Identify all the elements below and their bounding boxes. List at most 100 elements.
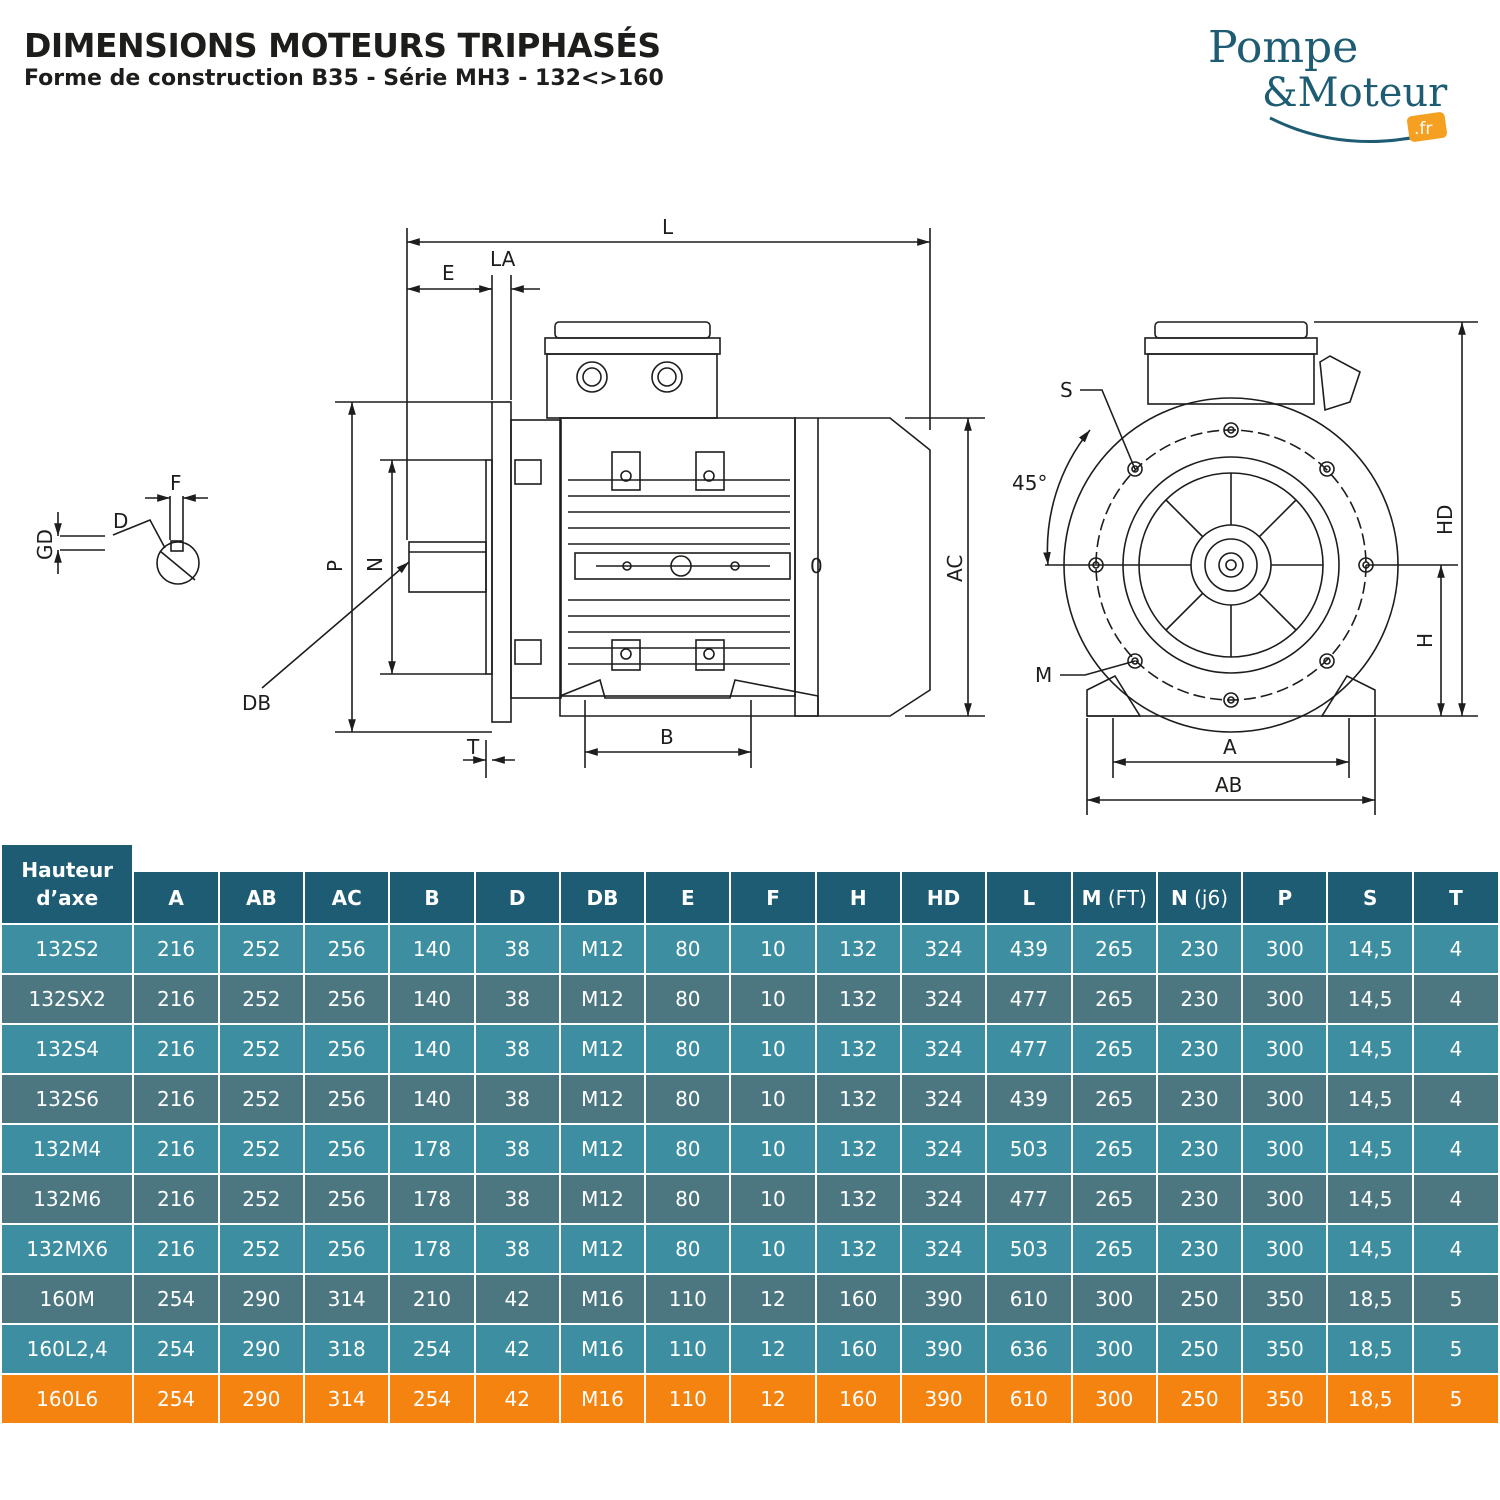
table-cell: 132 [814,923,902,975]
column-header-label: AC [331,885,362,910]
dim-label-S: S [1060,378,1073,402]
table-cell: M12 [558,1223,647,1275]
table-cell: 132 [814,973,902,1025]
table-cell: 230 [1155,923,1244,975]
table-header-row: Hauteur d’axe [0,843,1499,925]
table-cell: 256 [303,1023,391,1075]
table-cell: 178 [388,1223,476,1275]
table-cell: 324 [899,1173,988,1225]
table-cell: 4 [1411,973,1500,1025]
table-cell: M12 [558,1073,647,1125]
table-cell: M12 [558,923,647,975]
table-cell: 350 [1241,1273,1329,1325]
dim-label-P: P [323,560,347,572]
header-hauteur-line1: Hauteur [21,858,114,882]
table-cell: 250 [1155,1323,1244,1375]
table-cell: 38 [473,923,561,975]
table-cell: 350 [1241,1373,1329,1425]
column-header-n: N (j6) [1155,870,1244,925]
table-cell: 290 [217,1373,306,1425]
header-spacer [133,844,1499,872]
brand-logo: Pompe &Moteur .fr [1208,22,1448,144]
table-cell: 42 [473,1323,561,1375]
table-cell: 80 [644,1173,732,1225]
dim-label-D: D [113,509,128,533]
table-cell: 300 [1241,973,1329,1025]
table-cell: 5 [1411,1273,1500,1325]
table-cell: 140 [388,923,476,975]
table-cell: 256 [303,923,391,975]
table-cell: 230 [1155,1073,1244,1125]
table-cell: 10 [729,923,817,975]
table-cell: 390 [899,1323,988,1375]
table-cell: 230 [1155,1223,1244,1275]
table-cell: 10 [729,973,817,1025]
table-cell: 80 [644,1123,732,1175]
table-cell: 636 [985,1323,1073,1375]
table-cell: 160 [814,1373,902,1425]
table-cell: 314 [303,1373,391,1425]
dim-label-DB: DB [242,691,271,715]
table-cell: 477 [985,1023,1073,1075]
motor-front-view [1043,321,1478,815]
table-cell: M16 [558,1323,647,1375]
column-header-suffix: (j6) [1187,885,1229,910]
table-cell: 318 [303,1323,391,1375]
table-cell: 256 [303,973,391,1025]
column-header-h: H [814,870,902,925]
table-cell: 300 [1241,1073,1329,1125]
column-header-label: N [1171,885,1188,910]
column-header-db: DB [558,870,647,925]
table-cell: 14,5 [1326,1123,1414,1175]
table-cell: 216 [132,1023,220,1075]
column-header-label: E [680,885,695,910]
cell-model: 132M6 [0,1173,135,1225]
table-cell: 38 [473,973,561,1025]
column-header-label: B [424,885,440,910]
table-cell: 390 [899,1273,988,1325]
table-cell: 503 [985,1123,1073,1175]
column-header-label: F [766,885,780,910]
dim-label-M: M [1035,663,1052,687]
table-cell: 18,5 [1326,1323,1414,1375]
table-cell: 4 [1411,923,1500,975]
table-cell: 324 [899,1023,988,1075]
dim-label-zero: 0 [810,554,823,578]
table-cell: 110 [644,1273,732,1325]
cell-model: 132SX2 [0,973,135,1025]
table-cell: 265 [1070,923,1158,975]
table-cell: 265 [1070,1023,1158,1075]
table-cell: 12 [729,1323,817,1375]
table-cell: 252 [217,1123,306,1175]
table-cell: 230 [1155,1023,1244,1075]
logo-badge [1407,112,1447,142]
column-header-label: M [1081,885,1102,910]
table-cell: 300 [1070,1373,1158,1425]
dim-label-GD: GD [33,529,57,560]
table-cell: 610 [985,1273,1073,1325]
table-cell: 38 [473,1223,561,1275]
table-cell: 256 [303,1223,391,1275]
cell-model: 132M4 [0,1123,135,1175]
table-cell: M16 [558,1273,647,1325]
table-cell: 14,5 [1326,1223,1414,1275]
dim-label-B: B [660,725,674,749]
table-cell: 216 [132,1073,220,1125]
table-cell: M16 [558,1373,647,1425]
table-cell: 12 [729,1373,817,1425]
table-cell: 5 [1411,1323,1500,1375]
dim-label-F: F [170,471,182,495]
table-cell: 254 [132,1273,220,1325]
table-cell: 503 [985,1223,1073,1275]
column-header-d: D [473,870,561,925]
table-cell: 324 [899,923,988,975]
table-cell: 132 [814,1123,902,1175]
table-cell: 14,5 [1326,923,1414,975]
